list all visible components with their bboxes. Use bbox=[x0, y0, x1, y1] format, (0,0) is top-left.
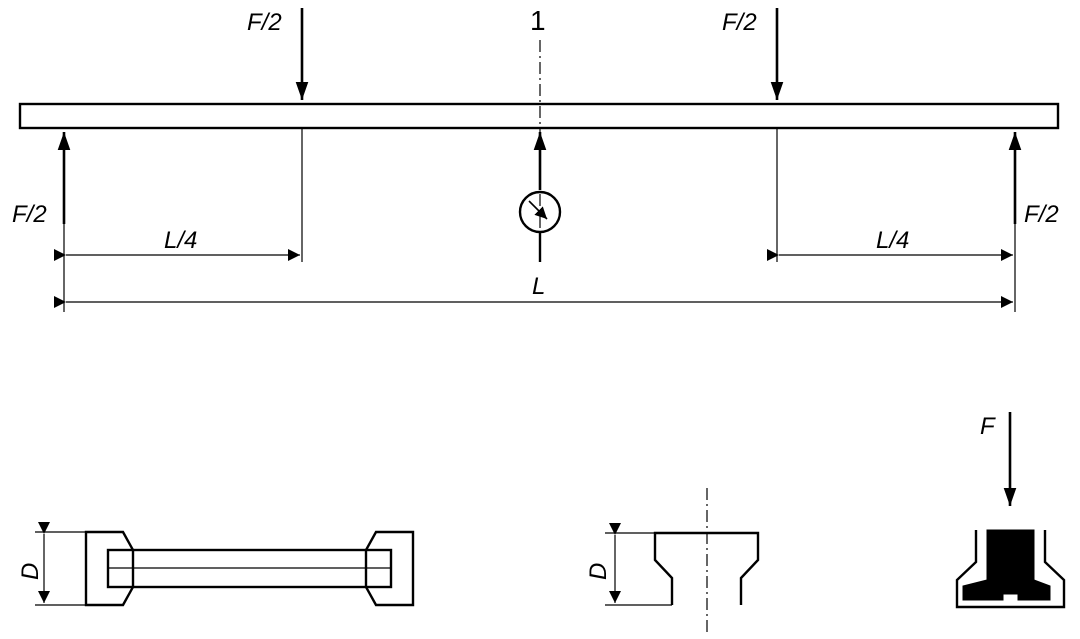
compression-fixture bbox=[955, 529, 1066, 609]
load-left-label: F/2 bbox=[247, 9, 282, 36]
span-label: L bbox=[532, 273, 545, 300]
specimen-side-view bbox=[84, 530, 415, 607]
load-right-label: F/2 bbox=[722, 9, 757, 36]
quarter-right-label: L/4 bbox=[876, 227, 909, 254]
force-label: F bbox=[980, 413, 996, 440]
dial-gauge-icon bbox=[518, 190, 562, 262]
support-right-label: F/2 bbox=[1024, 201, 1059, 228]
specimen-half-section bbox=[653, 531, 760, 605]
support-left-label: F/2 bbox=[12, 201, 47, 228]
center-marker-label: 1 bbox=[530, 5, 546, 36]
quarter-left-label: L/4 bbox=[164, 227, 197, 254]
diameter-middle-label: D bbox=[585, 563, 612, 580]
diameter-left-label: D bbox=[17, 563, 44, 580]
beam bbox=[18, 102, 1060, 130]
